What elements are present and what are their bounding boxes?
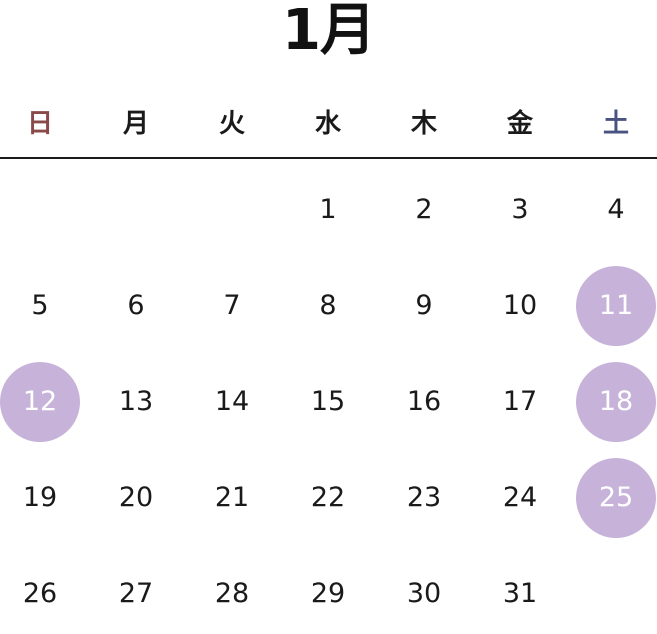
day-cell-20[interactable]: 20 — [118, 482, 154, 513]
day-cell-18[interactable]: 18 — [576, 362, 656, 442]
weekday-tuesday: 火 — [218, 109, 245, 139]
day-cell-10[interactable]: 10 — [502, 290, 538, 321]
day-cell-22[interactable]: 22 — [310, 482, 346, 513]
day-cell-3[interactable]: 3 — [511, 194, 529, 225]
day-cell-1[interactable]: 1 — [319, 194, 337, 225]
day-cell-7[interactable]: 7 — [223, 290, 241, 321]
day-cell-2[interactable]: 2 — [415, 194, 433, 225]
day-cell-19[interactable]: 19 — [22, 482, 58, 513]
weekday-friday: 金 — [506, 109, 533, 139]
day-cell-16[interactable]: 16 — [406, 386, 442, 417]
day-cell-29[interactable]: 29 — [310, 578, 346, 609]
day-cell-15[interactable]: 15 — [310, 386, 346, 417]
day-cell-26[interactable]: 26 — [22, 578, 58, 609]
weekday-sunday: 日 — [26, 109, 53, 139]
day-cell-31[interactable]: 31 — [502, 578, 538, 609]
day-cell-25[interactable]: 25 — [576, 458, 656, 538]
day-cell-8[interactable]: 8 — [319, 290, 337, 321]
day-cell-27[interactable]: 27 — [118, 578, 154, 609]
day-cell-28[interactable]: 28 — [214, 578, 250, 609]
day-cell-9[interactable]: 9 — [415, 290, 433, 321]
header-divider — [0, 157, 657, 159]
day-cell-23[interactable]: 23 — [406, 482, 442, 513]
day-cell-17[interactable]: 17 — [502, 386, 538, 417]
weekday-header-row: 日 月 火 水 木 金 土 — [0, 100, 657, 148]
day-cell-4[interactable]: 4 — [607, 194, 625, 225]
day-cell-12[interactable]: 12 — [0, 362, 80, 442]
weekday-monday: 月 — [122, 109, 149, 139]
day-cell-5[interactable]: 5 — [31, 290, 49, 321]
day-cell-13[interactable]: 13 — [118, 386, 154, 417]
weekday-saturday: 土 — [602, 109, 629, 139]
day-cell-21[interactable]: 21 — [214, 482, 250, 513]
month-title: 1月 — [282, 0, 376, 63]
day-cell-24[interactable]: 24 — [502, 482, 538, 513]
day-cell-14[interactable]: 14 — [214, 386, 250, 417]
weekday-wednesday: 水 — [314, 109, 341, 139]
day-cell-30[interactable]: 30 — [406, 578, 442, 609]
day-cell-6[interactable]: 6 — [127, 290, 145, 321]
day-cell-11[interactable]: 11 — [576, 266, 656, 346]
weekday-thursday: 木 — [410, 109, 437, 139]
